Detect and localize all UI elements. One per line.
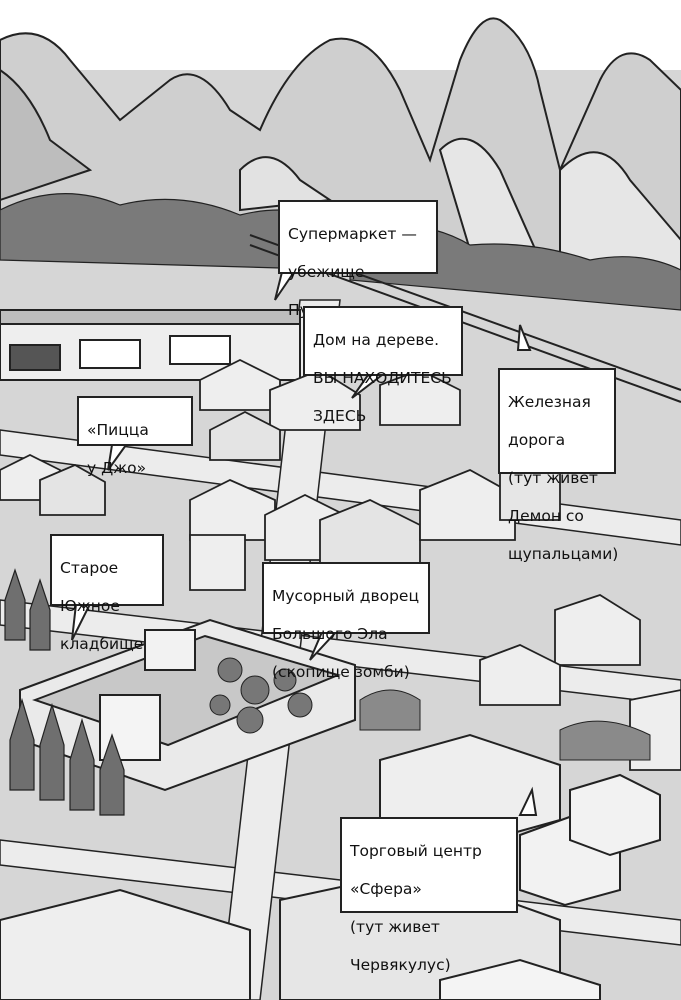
caption-supermarket: Супермаркет — убежище Пузырикуса (278, 200, 438, 319)
caption-line: Торговый центр (350, 842, 482, 860)
caption-line: Демон со (508, 507, 584, 525)
caption-line: у Джо» (87, 459, 147, 477)
caption-line: ЗДЕСЬ (313, 407, 367, 425)
cemetery-trees (4, 568, 125, 816)
caption-railway: Железная дорога (тут живет Демон со щупа… (498, 368, 618, 563)
caption-junk-palace: Мусорный дворец Большого Эла (скопище зо… (262, 562, 430, 681)
caption-mall: Торговый центр «Сфера» (тут живет Червяк… (340, 817, 518, 974)
caption-line: Южное (60, 597, 120, 615)
caption-line: щупальцами) (508, 545, 619, 563)
caption-treehouse: Дом на дереве. ВЫ НАХОДИТЕСЬ ЗДЕСЬ (303, 306, 463, 425)
caption-line: (тут живет (350, 918, 440, 936)
caption-line: «Сфера» (350, 880, 422, 898)
caption-line: (тут живет (508, 469, 598, 487)
caption-line: Железная (508, 393, 591, 411)
caption-line: дорога (508, 431, 566, 449)
caption-line: (скопище зомби) (272, 663, 410, 681)
caption-line: Супермаркет — (288, 225, 417, 243)
junk-palace-compound (19, 618, 356, 792)
caption-line: кладбище (60, 635, 144, 653)
caption-line: Большого Эла (272, 625, 388, 643)
caption-line: Мусорный дворец (272, 587, 420, 605)
caption-cemetery: Старое Южное кладбище (50, 534, 164, 653)
caption-pizza: «Пицца у Джо» (77, 396, 193, 477)
caption-line: «Пицца (87, 421, 149, 439)
caption-line: Дом на дереве. (313, 331, 439, 349)
caption-line: ВЫ НАХОДИТЕСЬ (313, 369, 452, 387)
caption-line: Червякулус) (350, 956, 451, 974)
caption-line: убежище (288, 263, 365, 281)
caption-line: Старое (60, 559, 119, 577)
